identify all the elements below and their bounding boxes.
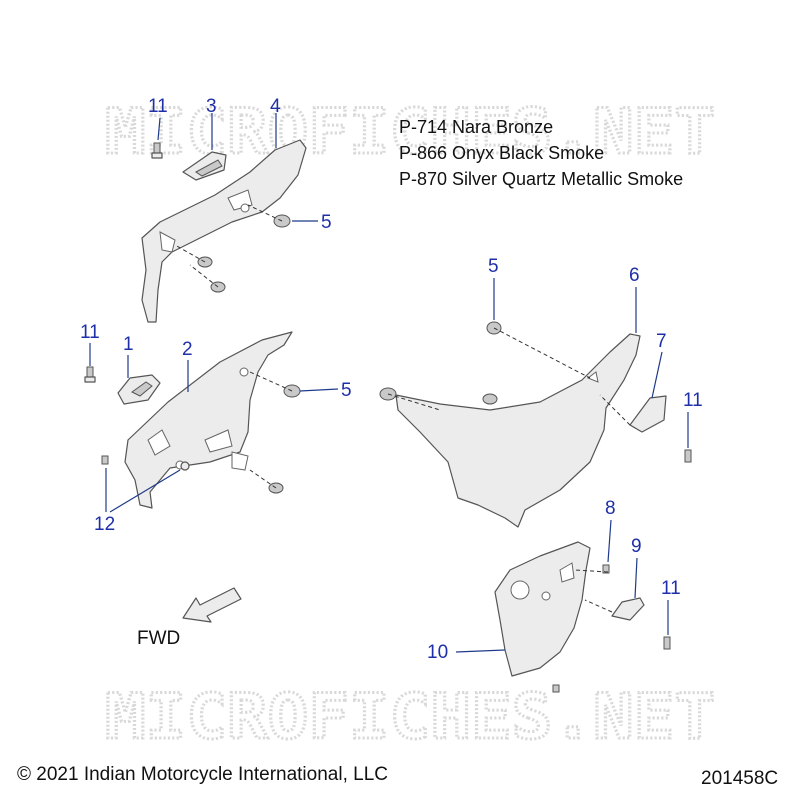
clip-part-9 (611, 597, 645, 621)
leader-9 (634, 557, 638, 599)
leader-11a (157, 117, 161, 141)
callout-11-upper: 11 (148, 96, 168, 117)
color-note-2: P-866 Onyx Black Smoke (399, 143, 604, 163)
callout-11-right: 11 (683, 390, 703, 411)
side-cover-part-6 (395, 333, 641, 528)
callout-5-upper: 5 (321, 212, 332, 233)
callout-1: 1 (123, 334, 134, 355)
callout-12: 12 (94, 514, 115, 535)
assembly-line-4 (249, 371, 293, 392)
callout-6: 6 (629, 265, 640, 286)
bolt-part-11-upper (151, 142, 163, 159)
bolt-part-11-lower (663, 636, 671, 650)
assembly-line-9 (584, 599, 613, 613)
assembly-line-2 (174, 244, 206, 263)
trim-clip-part-1 (117, 374, 161, 405)
bolt-part-11-right (684, 449, 692, 463)
forward-label: FWD (137, 628, 180, 649)
callout-8: 8 (605, 498, 616, 519)
leader-8 (607, 519, 612, 563)
upper-side-cover-part-4 (141, 139, 307, 323)
assembly-line-1 (247, 204, 283, 222)
callout-11-left: 11 (80, 322, 100, 343)
diagram-number: 201458C (701, 768, 778, 789)
callout-5-lower: 5 (341, 380, 352, 401)
callout-4: 4 (270, 96, 281, 117)
callout-3: 3 (206, 96, 217, 117)
trim-clip-part-3 (182, 151, 227, 181)
screw-part-12 (101, 455, 190, 471)
callout-7: 7 (656, 331, 667, 352)
watermark-bottom: MICROFICHES.NET (105, 680, 715, 753)
screw-part-8 (602, 564, 610, 574)
copyright-text: © 2021 Indian Motorcycle International, … (17, 764, 388, 785)
assembly-line-3 (189, 264, 219, 288)
callout-9: 9 (631, 536, 642, 557)
leader-12b (109, 469, 181, 513)
grommet-group-lower (268, 384, 301, 494)
leader-10 (455, 649, 506, 653)
assembly-line-6 (493, 327, 591, 379)
assembly-line-7 (387, 393, 441, 411)
screw-part-10-bottom (552, 684, 560, 693)
callout-5-right: 5 (488, 256, 499, 277)
callout-10: 10 (427, 642, 448, 663)
color-note-3: P-870 Silver Quartz Metallic Smoke (399, 169, 683, 189)
assembly-line-5 (249, 469, 277, 489)
assembly-line-10 (599, 394, 631, 426)
trim-clip-part-7 (629, 395, 667, 433)
grommet-group-right (379, 321, 502, 405)
assembly-line-8 (574, 569, 609, 573)
leader-5b (299, 388, 339, 392)
callout-11-lower: 11 (661, 578, 681, 599)
lower-cover-part-10 (494, 541, 591, 677)
lower-side-cover-part-2 (124, 331, 293, 509)
color-note-1: P-714 Nara Bronze (399, 117, 553, 137)
leader-7 (651, 351, 663, 399)
bolt-part-11-left (84, 366, 96, 383)
callout-2: 2 (182, 339, 193, 360)
forward-arrow-icon (182, 587, 242, 623)
